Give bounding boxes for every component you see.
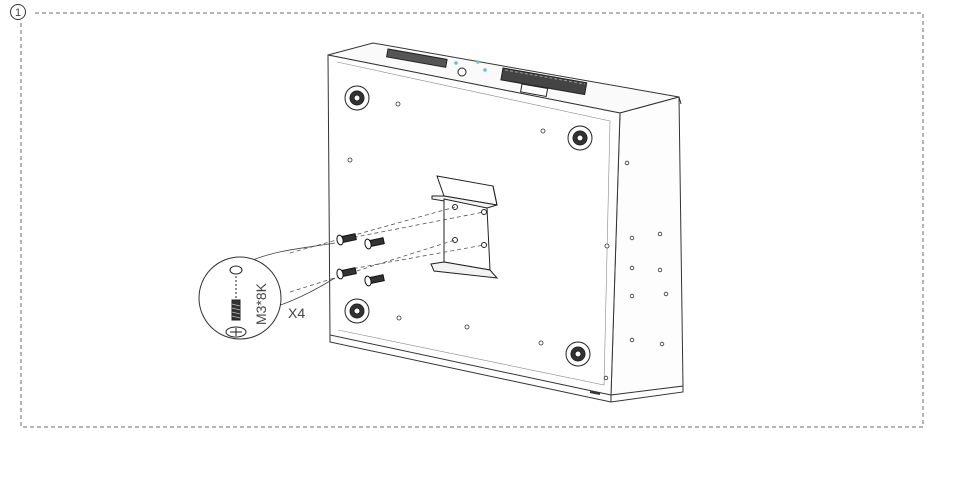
screw <box>336 267 357 280</box>
mounting-foot <box>567 125 593 151</box>
screw-callout: M3*8K <box>198 256 282 340</box>
mounting-foot <box>565 341 591 367</box>
mounting-foot <box>344 298 370 324</box>
step-number: 1 <box>15 7 21 19</box>
mounting-foot <box>344 85 370 111</box>
screw-quantity-label: X4 <box>288 305 305 321</box>
screw-detail-icon <box>225 265 247 338</box>
din-rail-bracket <box>430 175 499 279</box>
step-number-badge: 1 <box>6 3 32 23</box>
status-led <box>483 68 487 72</box>
screw <box>364 237 385 250</box>
side-panel-holes <box>603 160 669 381</box>
step-frame <box>20 12 924 428</box>
screw <box>364 274 385 287</box>
screw-alignment-lines <box>289 206 485 293</box>
screw-spec-label: M3*8K <box>253 282 269 325</box>
top-terminal-block <box>386 48 588 97</box>
status-led <box>454 61 458 65</box>
device-enclosure <box>327 42 684 403</box>
screw <box>336 233 357 246</box>
callout-leader-lines <box>247 242 336 307</box>
status-led <box>476 60 480 64</box>
